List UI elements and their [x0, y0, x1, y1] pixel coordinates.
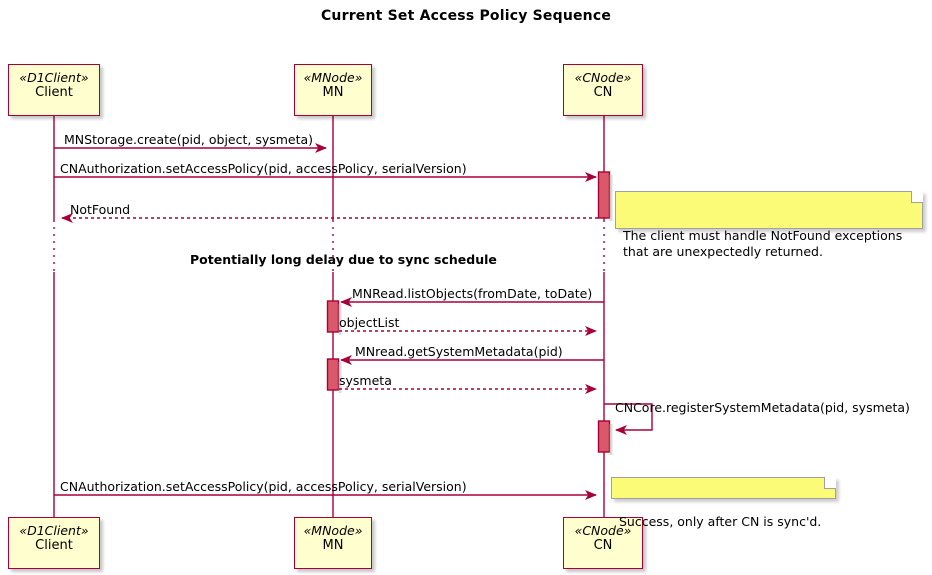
participant-mn-top[interactable]: «MNode» MN — [294, 64, 372, 116]
participant-name: Client — [35, 538, 73, 554]
message-label-m8: CNCore.registerSystemMetadata(pid, sysme… — [615, 400, 910, 415]
page-title: Current Set Access Policy Sequence — [320, 8, 612, 24]
note-fold-corner — [911, 191, 923, 203]
message-label-m5: objectList — [339, 315, 400, 330]
participant-stereotype: «CNode» — [574, 70, 632, 85]
note-text: The client must handle NotFound exceptio… — [623, 228, 903, 259]
message-label-m6: MNread.getSystemMetadata(pid) — [355, 344, 563, 359]
participant-client-bottom[interactable]: «D1Client» Client — [8, 517, 100, 569]
activation-cn-1 — [597, 171, 613, 221]
participant-name: MN — [322, 85, 344, 101]
message-label-m1: MNStorage.create(pid, object, sysmeta) — [64, 132, 314, 147]
participant-client-top[interactable]: «D1Client» Client — [8, 64, 100, 116]
note-text: Success, only after CN is sync'd. — [619, 514, 822, 529]
note-fold-corner — [824, 477, 836, 489]
message-label-m3: NotFound — [70, 202, 131, 217]
participant-stereotype: «CNode» — [574, 523, 632, 538]
participant-name: MN — [322, 538, 344, 554]
note-notfound: The client must handle NotFound exceptio… — [615, 191, 923, 259]
message-label-m7: sysmeta — [339, 373, 392, 388]
participant-cn-bottom[interactable]: «CNode» CN — [563, 517, 643, 569]
participant-stereotype: «D1Client» — [19, 70, 89, 85]
message-label-m2: CNAuthorization.setAccessPolicy(pid, acc… — [60, 161, 467, 176]
message-label-m4: MNRead.listObjects(fromDate, toDate) — [352, 286, 593, 301]
participant-stereotype: «MNode» — [303, 70, 363, 85]
participant-name: Client — [35, 85, 73, 101]
participant-name: CN — [593, 85, 613, 101]
delay-divider-label: Potentially long delay due to sync sched… — [190, 252, 497, 267]
activation-cn-2 — [597, 420, 613, 455]
participant-mn-bottom[interactable]: «MNode» MN — [294, 517, 372, 569]
participant-name: CN — [593, 538, 613, 554]
note-success: Success, only after CN is sync'd. — [611, 477, 836, 529]
participant-cn-top[interactable]: «CNode» CN — [563, 64, 643, 116]
message-label-m9: CNAuthorization.setAccessPolicy(pid, acc… — [60, 479, 467, 494]
participant-stereotype: «D1Client» — [19, 523, 89, 538]
participant-stereotype: «MNode» — [303, 523, 363, 538]
